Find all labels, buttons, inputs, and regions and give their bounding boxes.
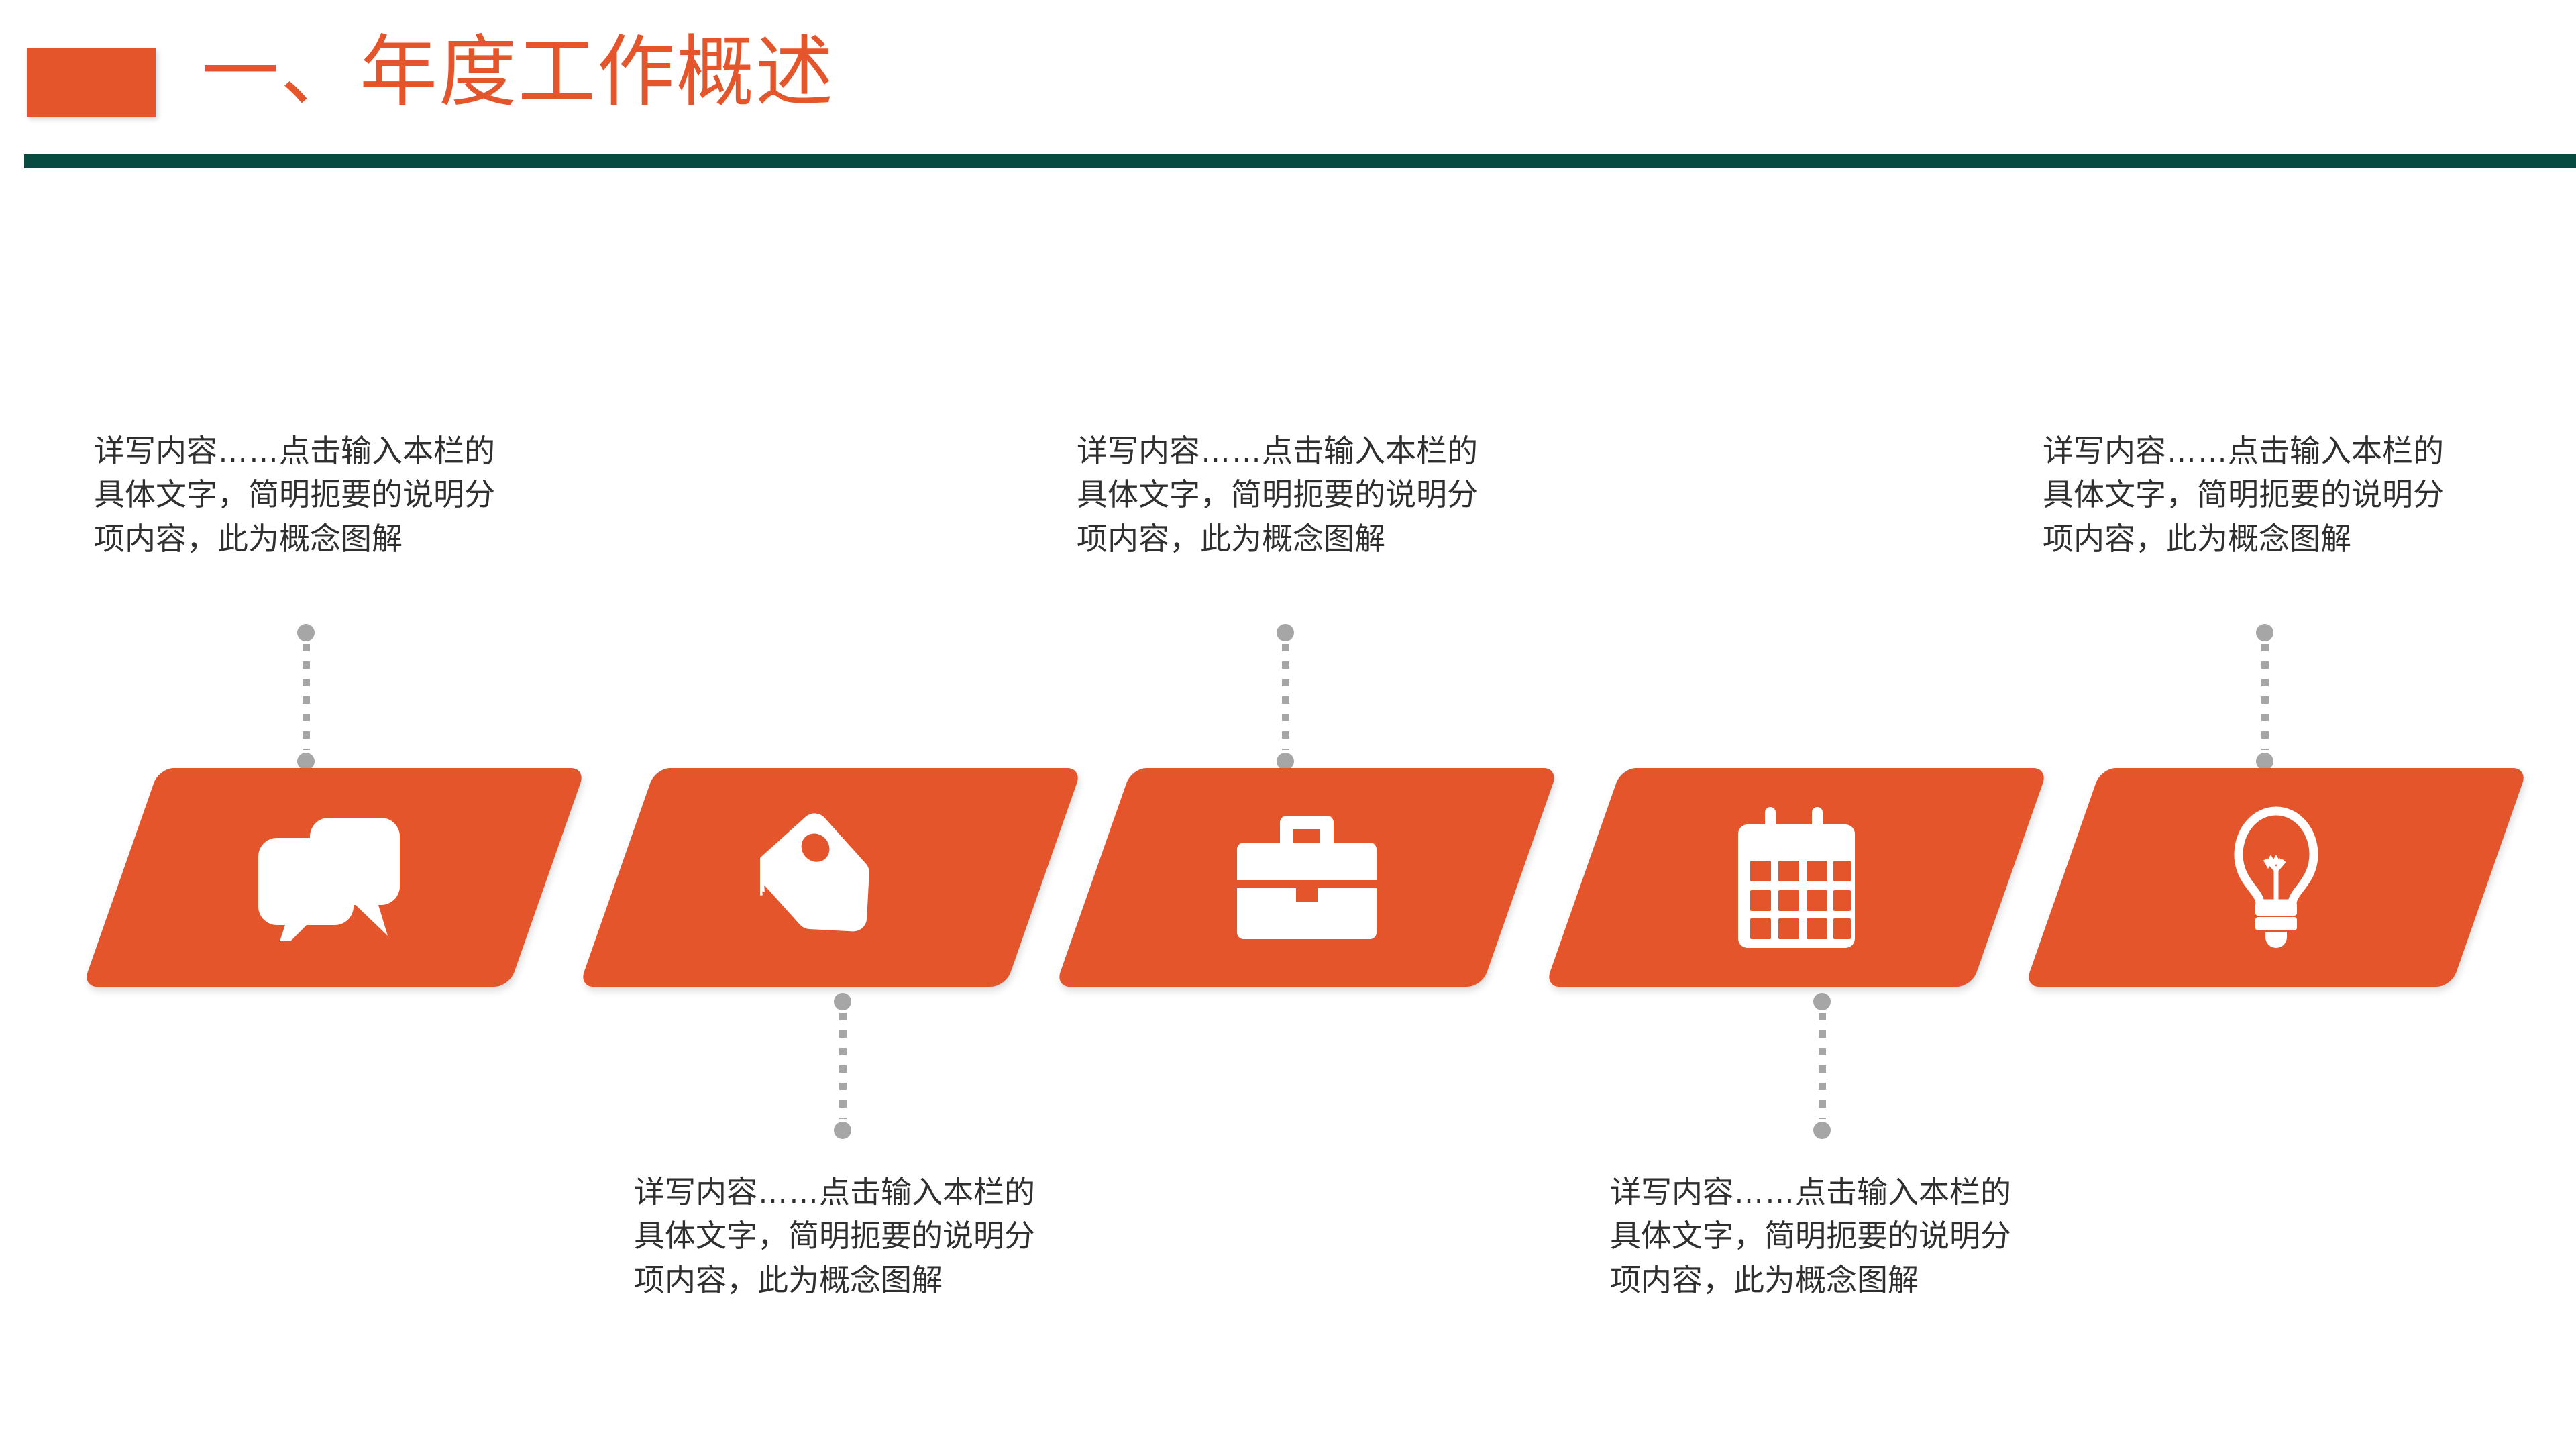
caption-step-1: 详写内容……点击输入本栏的 具体文字，简明扼要的说明分 项内容，此为概念图解 [94, 433, 495, 556]
calendar-icon [1583, 768, 2010, 987]
connector-step-4 [1813, 993, 1831, 1139]
connector-dotted-line [839, 1013, 847, 1119]
caption-step-2: 详写内容……点击输入本栏的 具体文字，简明扼要的说明分 项内容，此为概念图解 [634, 1175, 1035, 1297]
connector-step-1 [297, 624, 315, 770]
connector-dot-bottom [2256, 753, 2273, 770]
caption-step-5: 详写内容……点击输入本栏的 具体文字，简明扼要的说明分 项内容，此为概念图解 [2043, 433, 2444, 556]
tags-icon [617, 768, 1044, 987]
connector-dot-top [834, 993, 851, 1010]
connector-dot-bottom [1277, 753, 1294, 770]
connector-dot-bottom [297, 753, 315, 770]
connector-dotted-line [1282, 644, 1289, 750]
comments-icon [121, 768, 547, 987]
connector-step-5 [2256, 624, 2273, 770]
process-tile-5[interactable] [2024, 768, 2528, 987]
connector-dotted-line [303, 644, 310, 750]
connector-dot-top [1277, 624, 1294, 641]
connector-step-2 [834, 993, 851, 1139]
lightbulb-icon [2063, 768, 2489, 987]
process-tile-4[interactable] [1544, 768, 2049, 987]
process-tile-1[interactable] [82, 768, 586, 987]
process-tiles-row [0, 768, 2576, 989]
caption-step-3: 详写内容……点击输入本栏的 具体文字，简明扼要的说明分 项内容，此为概念图解 [1077, 433, 1478, 556]
briefcase-icon [1093, 768, 1520, 987]
title-marker-square [27, 48, 156, 117]
process-tile-2[interactable] [578, 768, 1083, 987]
slide-header: 一、年度工作概述 [0, 0, 2576, 174]
connector-dot-bottom [1813, 1122, 1831, 1139]
connector-dot-bottom [834, 1122, 851, 1139]
caption-step-4: 详写内容……点击输入本栏的 具体文字，简明扼要的说明分 项内容，此为概念图解 [1610, 1175, 2011, 1297]
page-title: 一、年度工作概述 [201, 30, 835, 116]
connector-dotted-line [1819, 1013, 1826, 1119]
connector-dotted-line [2261, 644, 2269, 750]
process-tile-3[interactable] [1055, 768, 1559, 987]
connector-dot-top [2256, 624, 2273, 641]
connector-dot-top [297, 624, 315, 641]
connector-step-3 [1277, 624, 1294, 770]
connector-dot-top [1813, 993, 1831, 1010]
header-divider-rule [24, 154, 2576, 168]
